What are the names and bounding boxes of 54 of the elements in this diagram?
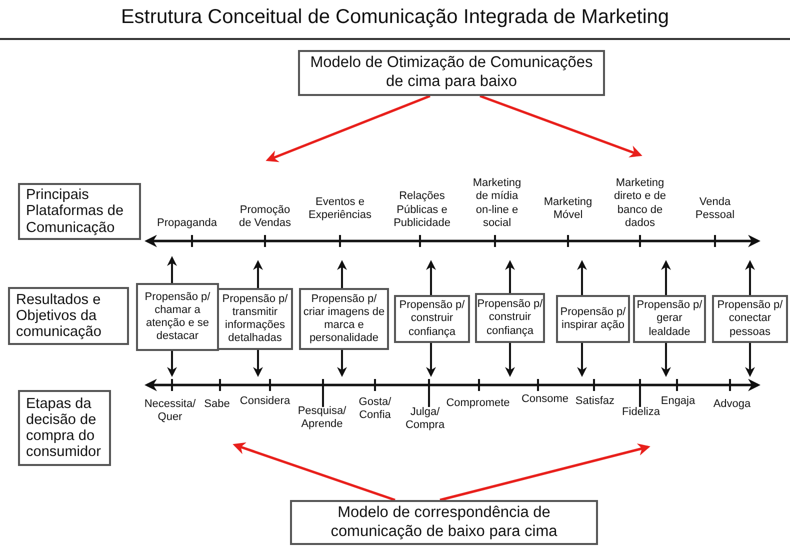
objective-box: Propensão p/ chamar a atenção e se destacar [136, 283, 219, 351]
objective-box: Propensão p/ construir confiança [475, 293, 545, 343]
arrow [577, 343, 587, 377]
arrow [266, 94, 430, 162]
arrow [253, 260, 263, 288]
arrow [440, 443, 650, 502]
row-heading-box: Principais Plataformas de Comunicação [18, 183, 141, 240]
platform-label: Propaganda [156, 216, 218, 230]
stage-label: Fideliza [621, 406, 661, 420]
platform-label: Eventos e Experiências [308, 196, 372, 222]
stage-label: Advoga [712, 398, 752, 412]
arrow [661, 260, 671, 295]
stage-label: Consome [520, 393, 570, 406]
objective-box: Propensão p/ construir confiança [394, 295, 470, 343]
stage-label: Julga/ Compra [404, 406, 446, 432]
arrow [745, 260, 755, 295]
arrow [505, 343, 515, 377]
objective-box: Propensão p/ criar imagens de marca e personalidade [299, 288, 389, 350]
arrow [253, 350, 263, 377]
arrow [426, 260, 436, 295]
model-box: Modelo de correspondência de comunicação de baixo para cima [290, 500, 598, 545]
stage-label: Gosta/ Confia [358, 396, 392, 422]
arrow [577, 260, 587, 295]
platform-label: Relações Públicas e Publicidade [392, 190, 452, 230]
stage-label: Considera [238, 395, 292, 408]
stage-label: Sabe [203, 398, 231, 412]
arrow [167, 351, 177, 377]
platform-label: Venda Pessoal [694, 196, 736, 222]
objective-box: Propensão p/ inspirar ação [556, 295, 630, 343]
diagram-title: Estrutura Conceitual de Comunicação Integrada de Marketing [120, 6, 670, 29]
objective-box: Propensão p/ transmitir informações detalhadas [217, 288, 293, 350]
stage-label: Satisfaz [574, 395, 616, 408]
arrow [505, 260, 515, 293]
platform-label: Promoção de Vendas [238, 204, 292, 230]
objective-box: Propensão p/ conectar pessoas [712, 295, 788, 343]
platform-label: Marketing direto e de banco de dados [613, 177, 667, 230]
stage-label: Compromete [445, 397, 511, 410]
arrow [337, 350, 347, 377]
stage-label: Engaja [660, 395, 696, 408]
row-heading-box: Resultados e Objetivos da comunicação [8, 287, 129, 345]
stage-label: Pesquisa/ Aprende [296, 405, 348, 432]
model-box: Modelo de Otimização de Comunicações de cima para baixo [298, 50, 605, 96]
arrow [337, 260, 347, 288]
stage-label: Necessita/ Quer [143, 398, 197, 424]
arrow [426, 343, 436, 377]
objective-box: Propensão p/ gerar lealdade [633, 295, 706, 343]
arrow [232, 442, 396, 502]
arrow [167, 256, 177, 283]
row-heading-box: Etapas da decisão de compra do consumidor [18, 390, 111, 466]
arrow [661, 343, 671, 377]
platform-label: Marketing Móvel [542, 196, 594, 222]
arrow [745, 343, 755, 377]
arrow [480, 94, 642, 158]
platform-label: Marketing de mídia on-line e social [472, 177, 522, 230]
